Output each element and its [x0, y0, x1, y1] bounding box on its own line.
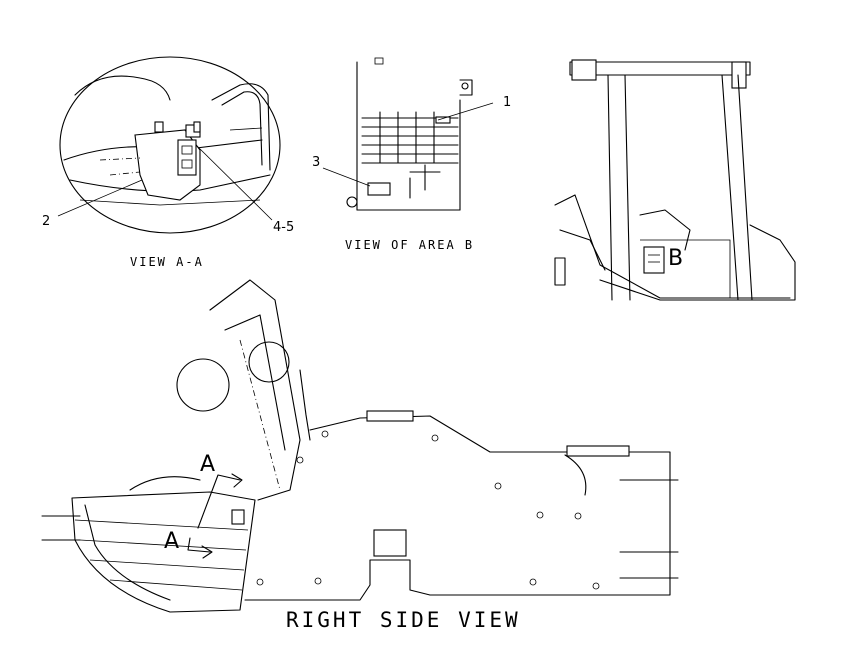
- callout-4-5: 4-5: [273, 220, 294, 235]
- right-side-view-label: RIGHT SIDE VIEW: [286, 608, 521, 632]
- view-a-a-label: VIEW A-A: [130, 255, 204, 269]
- section-mark-a-bottom: A: [164, 529, 179, 554]
- callout-2: 2: [42, 214, 50, 229]
- callout-1: 1: [503, 95, 511, 110]
- section-mark-a-top: A: [200, 452, 215, 477]
- section-mark-b: B: [668, 246, 683, 271]
- view-a-a-detail: [57, 56, 281, 234]
- view-area-b-detail: [322, 57, 494, 211]
- right-side-view: [41, 279, 679, 613]
- machine-view: [554, 59, 796, 301]
- view-area-b-label: VIEW OF AREA B: [345, 238, 474, 252]
- callout-3: 3: [312, 155, 320, 170]
